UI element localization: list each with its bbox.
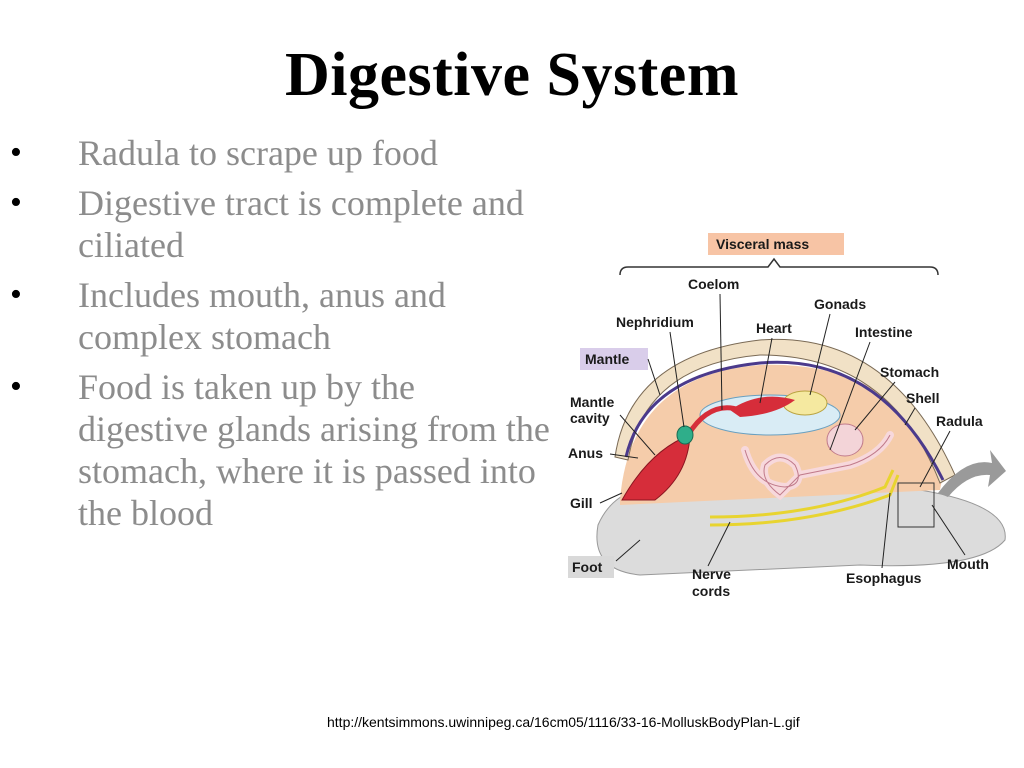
leader-mouth [931, 504, 966, 556]
label-intestine: Intestine [855, 324, 913, 340]
label-nerve-cords-line1: Nerve [692, 566, 731, 582]
bullet-item: • Digestive tract is complete and ciliat… [10, 182, 550, 266]
label-nerve-cords-line2: cords [692, 583, 730, 599]
bullet-item: • Includes mouth, anus and complex stoma… [10, 274, 550, 358]
bullet-list: • Radula to scrape up food • Digestive t… [10, 132, 550, 542]
label-gonads: Gonads [814, 296, 866, 312]
leader-anus [609, 453, 639, 459]
label-mouth: Mouth [947, 556, 989, 572]
leader-gill [599, 492, 623, 504]
visceral-mass-brace [619, 257, 939, 276]
bullet-text: Radula to scrape up food [78, 133, 438, 173]
nerve-cord [709, 469, 895, 519]
nephridium [676, 425, 694, 445]
bullet-marker: • [10, 134, 22, 171]
leader-intestine [829, 341, 871, 451]
nerve-cord [709, 474, 900, 527]
label-nephridium: Nephridium [616, 314, 694, 330]
shell [614, 338, 956, 484]
leader-mantle [647, 358, 661, 396]
label-coelom: Coelom [688, 276, 739, 292]
mouth-inset-box [897, 482, 935, 528]
leader-shell [904, 407, 916, 426]
bullet-text: Includes mouth, anus and complex stomach [78, 275, 446, 357]
label-heart: Heart [756, 320, 792, 336]
mollusk-body-plan-diagram: Visceral mass Coelom Gonads Nephridium H… [568, 233, 1006, 599]
mantle-tag [580, 348, 648, 370]
gill-vessel [685, 405, 741, 437]
bullet-marker: • [10, 368, 22, 405]
label-mantle-cavity-line2: cavity [570, 410, 610, 426]
leader-mantle-cavity [619, 414, 656, 456]
intestine-outline [744, 434, 891, 496]
bullet-text: Food is taken up by the digestive glands… [78, 367, 550, 533]
stomach [826, 423, 864, 457]
bullet-marker: • [10, 184, 22, 221]
label-anus: Anus [568, 445, 603, 461]
leader-stomach [854, 381, 896, 431]
bullet-text: Digestive tract is complete and ciliated [78, 183, 524, 265]
label-stomach: Stomach [880, 364, 939, 380]
label-esophagus: Esophagus [846, 570, 922, 586]
label-mantle: Mantle [585, 351, 630, 367]
leader-heart [759, 337, 773, 404]
magnify-arrow-icon [938, 450, 1006, 497]
leader-radula [919, 430, 951, 488]
label-foot: Foot [572, 559, 603, 575]
slide-title: Digestive System [285, 41, 739, 109]
leader-foot [615, 539, 641, 562]
foot-tag [568, 556, 614, 578]
label-radula: Radula [936, 413, 983, 429]
label-mantle-cavity-line1: Mantle [570, 394, 615, 410]
label-gill: Gill [570, 495, 593, 511]
leader-coelom [719, 293, 723, 411]
heart [730, 396, 795, 417]
leader-nerve-cords [707, 521, 731, 567]
bullet-item: • Radula to scrape up food [10, 132, 550, 174]
label-visceral-mass: Visceral mass [716, 236, 809, 252]
image-source-link[interactable]: http://kentsimmons.uwinnipeg.ca/16cm05/1… [327, 714, 800, 730]
visceral-mass-tag [708, 233, 844, 255]
leader-gonads [809, 313, 831, 396]
label-shell: Shell [906, 390, 939, 406]
bullet-item: • Food is taken up by the digestive glan… [10, 366, 550, 534]
shell-lining [624, 360, 945, 481]
leader-nephridium [669, 331, 685, 428]
bullet-marker: • [10, 276, 22, 313]
leader-esophagus [881, 492, 891, 569]
leader-lines [599, 293, 966, 569]
